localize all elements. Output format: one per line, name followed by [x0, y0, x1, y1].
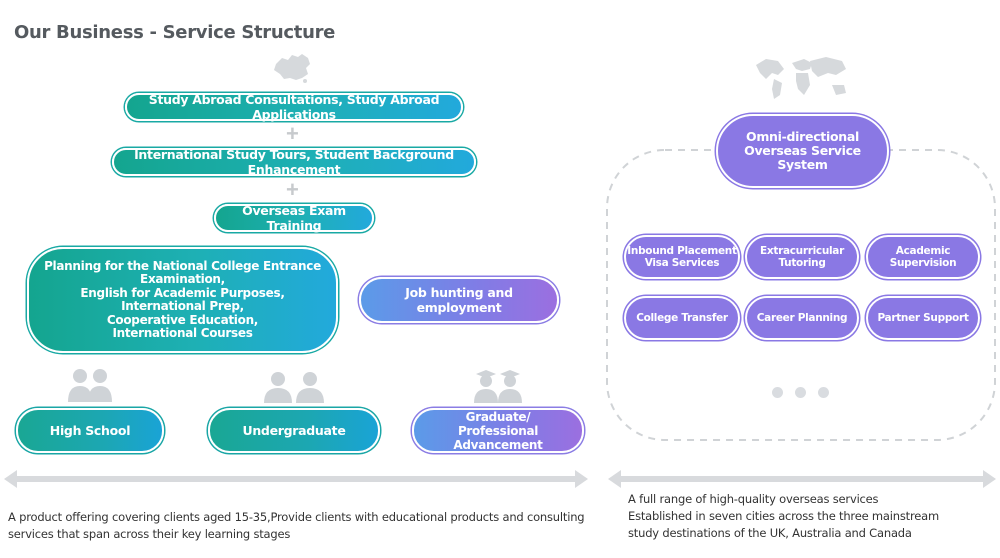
- service-pill-exam-training: Overseas Exam Training: [214, 203, 374, 233]
- job-hunting-pill: Job hunting and employment: [359, 277, 559, 323]
- planning-line: Cooperative Education,: [106, 312, 259, 327]
- service-college-transfer: College Transfer: [624, 296, 740, 340]
- graduates-icon: [474, 370, 522, 403]
- ellipsis-dot: [795, 387, 806, 398]
- stage-high-school: High School: [16, 408, 164, 453]
- service-academic-supervision: Academic Supervision: [866, 235, 980, 279]
- students-icon: [68, 369, 112, 402]
- left-caption: A product offering covering clients aged…: [8, 510, 585, 541]
- age-range-arrow: [4, 470, 588, 488]
- coverage-arrow: [608, 470, 996, 488]
- world-map-icon: [756, 57, 846, 99]
- ellipsis-dot: [818, 387, 829, 398]
- plus-icon: +: [286, 177, 299, 202]
- undergraduates-icon: [264, 372, 324, 403]
- page-title: Our Business - Service Structure: [14, 22, 336, 43]
- right-caption: A full range of high-quality overseas se…: [628, 492, 939, 540]
- service-extracurricular: Extracurricular Tutoring: [745, 235, 859, 279]
- planning-line: Planning for the National College Entran…: [44, 258, 321, 273]
- plus-icon: +: [286, 121, 299, 146]
- china-map-icon: [274, 54, 310, 83]
- planning-line: International Courses: [112, 326, 253, 340]
- service-pill-study-tours: International Study Tours, Student Backg…: [112, 147, 476, 177]
- ellipsis-dot: [772, 387, 783, 398]
- planning-line: English for Academic Purposes,: [80, 285, 285, 300]
- planning-pill: Planning for the National College Entran…: [27, 247, 338, 353]
- stage-graduate: Graduate/ Professional Advancement: [412, 408, 584, 453]
- service-career-planning: Career Planning: [745, 296, 859, 340]
- service-pill-consultations: Study Abroad Consultations, Study Abroad…: [125, 92, 463, 122]
- planning-line: Examination,: [140, 272, 225, 286]
- planning-line: International Prep,: [121, 299, 244, 313]
- service-partner-support: Partner Support: [866, 296, 980, 340]
- service-inbound-placement: Inbound Placement Visa Services: [624, 235, 740, 279]
- stage-undergraduate: Undergraduate: [208, 408, 380, 453]
- omni-service-system: Omni-directional Overseas Service System: [716, 114, 889, 188]
